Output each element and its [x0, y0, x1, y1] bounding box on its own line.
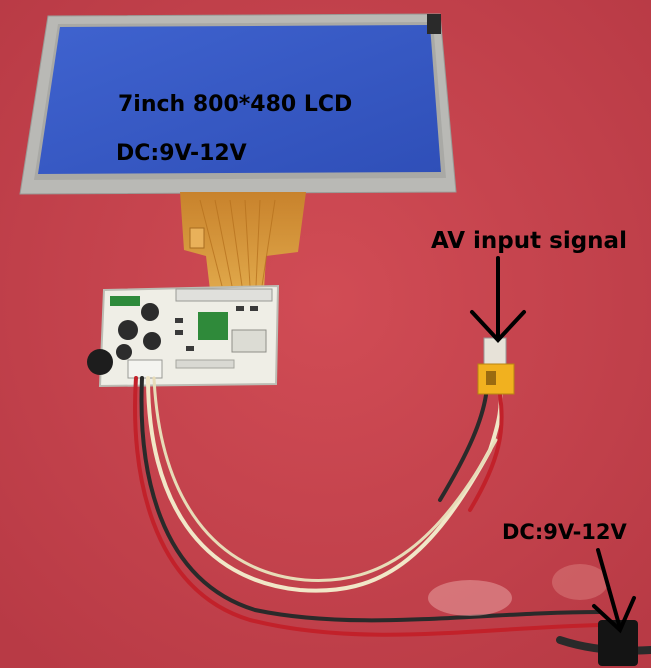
power-input-label: DC:9V-12V	[502, 520, 627, 544]
wires	[133, 376, 651, 655]
lcd-panel	[19, 13, 457, 195]
dc-jack	[428, 564, 638, 666]
lcd-screen	[38, 25, 441, 174]
arrow-down-icon	[592, 548, 636, 634]
driver-board	[87, 284, 280, 388]
lcd-voltage-label: DC:9V-12V	[116, 141, 247, 166]
chip-green	[198, 312, 228, 340]
arrow-down-icon	[470, 256, 526, 343]
power-connector	[127, 359, 163, 379]
lcd-spec-label: 7inch 800*480 LCD	[118, 92, 353, 117]
electrolytic-capacitor	[87, 349, 113, 375]
flex-cable	[180, 192, 306, 290]
rca-plug	[477, 337, 515, 395]
av-input-label: AV input signal	[431, 228, 627, 254]
corner-tab	[427, 14, 441, 34]
